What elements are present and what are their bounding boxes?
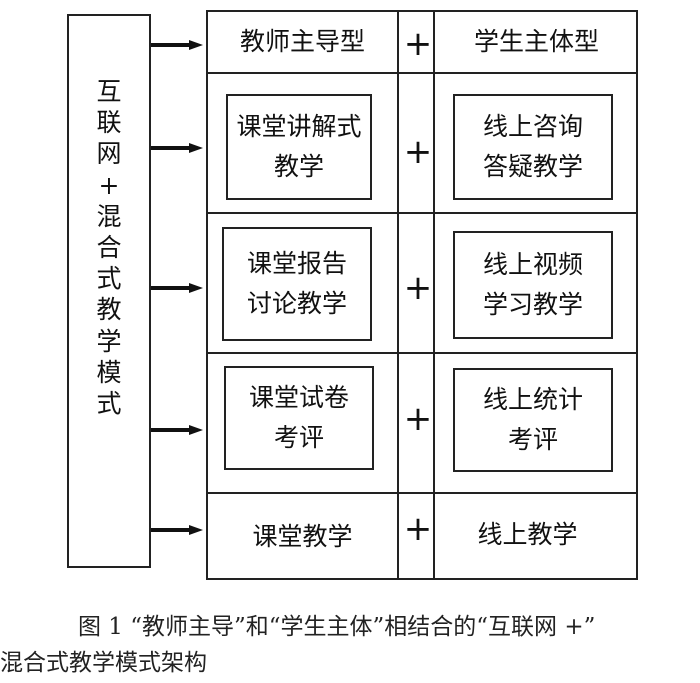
model-label-char: 模 xyxy=(96,357,122,387)
plus-sign: + xyxy=(403,399,433,439)
student-activity-box: 线上咨询答疑教学 xyxy=(453,94,613,200)
student-activity-line: 考评 xyxy=(507,425,558,454)
online-teaching-label: 线上教学 xyxy=(477,520,578,549)
arrow-right-icon xyxy=(151,525,203,535)
grid-divider xyxy=(206,492,638,494)
plus-sign: + xyxy=(403,24,433,64)
model-label-char: 学 xyxy=(96,326,122,356)
model-label-box: 互 联 网 + 混 合 式 教 学 模 式 xyxy=(67,14,151,568)
model-label-char: + xyxy=(98,170,120,200)
teacher-led-heading: 教师主导型 xyxy=(239,27,365,56)
model-label-text: 互 联 网 + 混 合 式 教 学 模 式 xyxy=(69,76,149,419)
figure-caption-line2: 混合式教学模式架构 xyxy=(0,650,207,676)
student-activity-line: 线上咨询 xyxy=(482,112,583,141)
student-centered-heading: 学生主体型 xyxy=(473,27,599,56)
student-activity-line: 线上视频 xyxy=(482,250,583,279)
classroom-teaching-label: 课堂教学 xyxy=(252,522,353,551)
model-label-char: 合 xyxy=(96,233,122,263)
figure-caption-line1: 图 1 “教师主导”和“学生主体”相结合的“互联网 +” xyxy=(78,614,596,640)
model-label-char: 式 xyxy=(96,389,122,419)
teacher-activity-box: 课堂讲解式教学 xyxy=(226,94,372,200)
model-label-char: 联 xyxy=(96,108,122,138)
teacher-activity-line: 教学 xyxy=(273,152,324,181)
teacher-activity-box: 课堂试卷考评 xyxy=(224,366,374,470)
model-label-char: 式 xyxy=(96,264,122,294)
plus-sign: + xyxy=(403,268,433,308)
model-label-char: 网 xyxy=(96,139,122,169)
grid-divider xyxy=(206,352,638,354)
student-activity-line: 学习教学 xyxy=(482,290,583,319)
teacher-activity-line: 课堂报告 xyxy=(246,249,347,278)
arrow-right-icon xyxy=(151,40,203,50)
grid-divider xyxy=(433,10,435,580)
teacher-activity-line: 课堂试卷 xyxy=(248,383,349,412)
grid-divider xyxy=(206,72,638,74)
grid-divider xyxy=(397,10,399,580)
model-label-char: 教 xyxy=(96,295,122,325)
teacher-activity-line: 考评 xyxy=(273,423,324,452)
plus-sign: + xyxy=(403,509,433,549)
student-activity-box: 线上视频学习教学 xyxy=(453,231,613,339)
teacher-activity-box: 课堂报告讨论教学 xyxy=(222,227,372,341)
model-grid xyxy=(206,10,638,580)
grid-divider xyxy=(206,212,638,214)
model-label-char: 互 xyxy=(96,77,122,106)
student-activity-line: 答疑教学 xyxy=(482,152,583,181)
plus-sign: + xyxy=(403,132,433,172)
teacher-activity-line: 讨论教学 xyxy=(246,289,347,318)
model-label-char: 混 xyxy=(96,201,122,231)
arrow-right-icon xyxy=(151,283,203,293)
student-activity-box: 线上统计考评 xyxy=(453,368,613,472)
student-activity-line: 线上统计 xyxy=(482,385,583,414)
arrow-right-icon xyxy=(151,425,203,435)
teacher-activity-line: 课堂讲解式 xyxy=(236,112,362,141)
arrow-right-icon xyxy=(151,143,203,153)
